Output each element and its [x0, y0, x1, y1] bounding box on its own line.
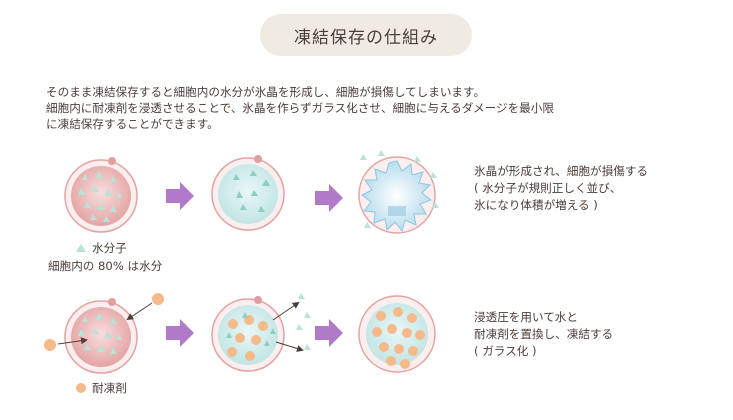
row2-arrow-1 — [166, 319, 194, 347]
legend-percent: 細胞内の 80% は水分 — [48, 258, 162, 274]
intro-line-3: に凍結保存することができます。 — [46, 117, 219, 131]
row1-cell-2 — [211, 155, 285, 231]
row2-note: 浸透圧を用いて水と 耐凍剤を置換し、凍結する ( ガラス化 ) — [474, 309, 613, 360]
page-title: 凍結保存の仕組み — [260, 14, 472, 56]
row1-note: 氷晶が形成され、細胞が損傷する ( 水分子が規則正しく並び、 氷になり体積が増え… — [474, 163, 648, 214]
row2-cell-3-vitrified — [358, 295, 436, 373]
row1-arrow-1 — [166, 182, 194, 210]
legend-percent-label: 細胞内の 80% は水分 — [48, 259, 163, 273]
legend-water: 水分子 — [76, 240, 127, 256]
intro-line-2: 細胞内に耐凍剤を浸透させることで、氷晶を作らずガラス化させ、細胞に与えるダメージ… — [46, 101, 554, 115]
row2-note-line-2: 耐凍剤を置換し、凍結する — [474, 327, 614, 341]
row1-cell-1 — [64, 157, 138, 233]
row1-note-line-3: 氷になり体積が増える ) — [474, 198, 598, 212]
row1-note-line-1: 氷晶が形成され、細胞が損傷する — [474, 164, 649, 178]
cryoprotectant-icon — [76, 383, 86, 393]
row2-note-line-1: 浸透圧を用いて水と — [474, 310, 578, 324]
legend-cryo-label: 耐凍剤 — [92, 381, 127, 395]
row2-arrow-2 — [315, 319, 343, 347]
intro-text: そのまま凍結保存すると細胞内の水分が氷晶を形成し、細胞が損傷してしまいます。 細… — [46, 84, 706, 132]
row2-cell-1 — [44, 293, 164, 374]
intro-line-1: そのまま凍結保存すると細胞内の水分が氷晶を形成し、細胞が損傷してしまいます。 — [46, 85, 486, 99]
legend-water-label: 水分子 — [92, 241, 127, 255]
row1-note-line-2: ( 水分子が規則正しく並び、 — [474, 181, 622, 195]
row1-arrow-2 — [315, 184, 343, 212]
row1-cell-3-ice — [358, 150, 439, 234]
row2-note-line-3: ( ガラス化 ) — [474, 344, 537, 358]
water-molecule-icon — [76, 244, 86, 252]
row2-cell-2 — [211, 293, 311, 372]
legend-cryo: 耐凍剤 — [76, 380, 127, 396]
